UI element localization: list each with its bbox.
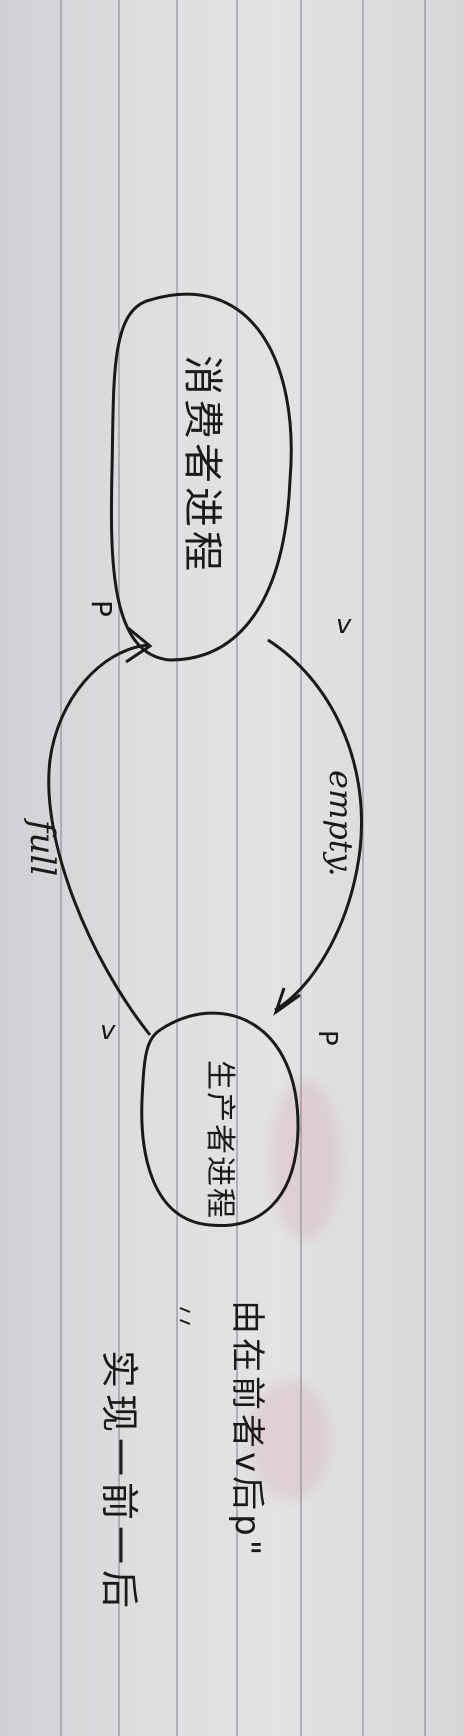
empty-label: empty.: [322, 770, 360, 877]
ruled-line: [176, 0, 178, 1736]
caption-underline: [179, 1307, 191, 1325]
empty-arrowhead: [273, 987, 301, 1016]
caption-line-2: 由在前者v后p": [227, 1300, 267, 1560]
ruled-line: [60, 0, 62, 1736]
consumer-node-label: 消费者进程: [179, 355, 225, 575]
producer-node-label: 生产者进程: [202, 1060, 237, 1220]
ink-smudge: [270, 1080, 340, 1240]
ruled-line: [300, 0, 302, 1736]
v-mark-left: v: [100, 1016, 116, 1046]
empty-arrow: [267, 638, 363, 1012]
consumer-node-ellipse: [109, 292, 293, 662]
full-arrow: [47, 643, 152, 1036]
p-mark-top: P: [85, 600, 118, 617]
producer-node-ellipse: [140, 1011, 300, 1228]
ruled-line: [424, 0, 426, 1736]
caption-line-1: 实现一前一后: [97, 1350, 141, 1615]
full-arrowhead: [125, 626, 153, 664]
ink-smudge: [250, 1380, 330, 1500]
ruled-line: [362, 0, 364, 1736]
v-mark-right: v: [336, 610, 352, 640]
full-label: full: [22, 820, 62, 877]
ruled-line: [236, 0, 238, 1736]
p-mark-bottom: P: [312, 1030, 342, 1046]
ruled-line: [118, 0, 120, 1736]
